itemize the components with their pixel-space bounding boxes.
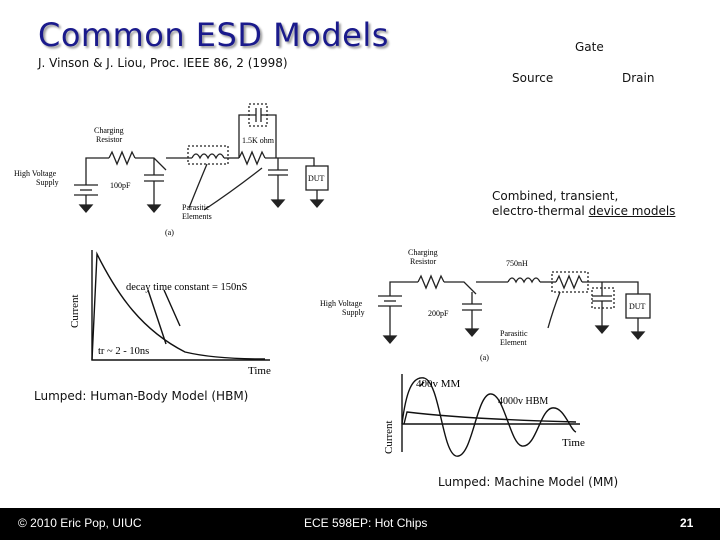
mm-circuit-diagram: Charging Resistor 750nH High Voltage Sup… <box>320 248 651 362</box>
hbm-circuit-diagram: Charging Resistor 1.5K ohm High Voltage … <box>14 103 329 237</box>
footer-copyright: © 2010 Eric Pop, UIUC <box>18 516 142 530</box>
hbm-source-label-2: Supply <box>36 178 59 187</box>
mm-charging-label-1: Charging <box>408 248 438 257</box>
slide-title: Common ESD Models <box>38 16 389 54</box>
mm-capacitor-label: 200pF <box>428 309 449 318</box>
hbm-charging-label-1: Charging <box>94 126 124 135</box>
hbm-resistor-label: 1.5K ohm <box>242 136 275 145</box>
hbm-charging-label-2: Resistor <box>96 135 123 144</box>
mm-source-label-2: Supply <box>342 308 365 317</box>
hbm-waveform-plot: Current Time decay time constant = 150nS… <box>69 250 271 377</box>
mm-4000v-label: 4000v HBM <box>498 396 548 407</box>
mm-400v-label: 400v MM <box>416 378 461 390</box>
citation: J. Vinson & J. Liou, Proc. IEEE 86, 2 (1… <box>38 56 288 70</box>
combined-line2: electro-thermal <box>492 204 589 218</box>
footer-page-number: 21 <box>680 516 694 530</box>
footer-bar <box>0 508 720 540</box>
mm-inductor-label: 750nH <box>506 259 528 268</box>
mm-current-axis-label: Current <box>383 420 395 454</box>
mm-parasitic-label-2: Element <box>500 338 527 347</box>
mm-waveform-plot: Current Time 400v MM 4000v HBM <box>383 374 585 457</box>
hbm-parasitic-label-2: Elements <box>182 212 212 221</box>
device-models-link[interactable]: device models <box>588 204 676 218</box>
drain-label: Drain <box>622 71 655 85</box>
gate-label: Gate <box>575 40 604 54</box>
mm-charging-label-2: Resistor <box>410 257 437 266</box>
mm-time-axis-label: Time <box>562 437 585 449</box>
combined-line1: Combined, transient, <box>492 189 619 203</box>
mm-source-label-1: High Voltage <box>320 299 363 308</box>
source-label: Source <box>512 71 554 85</box>
mm-fig-label: (a) <box>480 353 489 362</box>
hbm-caption: Lumped: Human-Body Model (HBM) <box>34 389 249 403</box>
mm-caption: Lumped: Machine Model (MM) <box>438 475 619 489</box>
hbm-current-axis-label: Current <box>69 294 81 328</box>
footer-course: ECE 598EP: Hot Chips <box>304 516 428 530</box>
hbm-dut-label: DUT <box>308 174 325 183</box>
hbm-capacitor-label: 100pF <box>110 181 131 190</box>
hbm-source-label-1: High Voltage <box>14 169 57 178</box>
mm-dut-label: DUT <box>629 302 646 311</box>
hbm-rise-label: tr ~ 2 - 10ns <box>98 346 149 357</box>
hbm-fig-label: (a) <box>165 228 174 237</box>
combined-models-text: Combined, transient, electro-thermal dev… <box>492 189 675 219</box>
mm-parasitic-label-1: Parasitic <box>500 329 528 338</box>
hbm-decay-label: decay time constant = 150nS <box>126 282 248 293</box>
hbm-parasitic-label-1: Parasitic <box>182 203 210 212</box>
hbm-time-axis-label: Time <box>248 365 271 377</box>
